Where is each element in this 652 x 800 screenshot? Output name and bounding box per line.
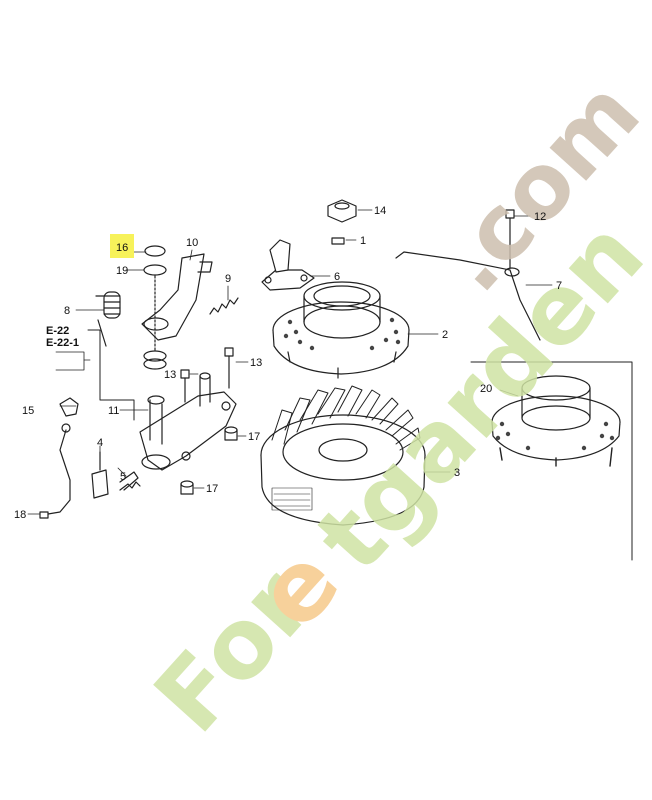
ref-e22-1: E-22-1	[46, 337, 79, 349]
callout-10: 10	[186, 237, 198, 249]
woodruff-key	[331, 237, 345, 245]
spring-9	[209, 297, 239, 315]
ref-e22: E-22	[46, 325, 69, 337]
callout-13a: 13	[250, 357, 262, 369]
clip-15	[59, 397, 79, 417]
stop-wire	[39, 423, 71, 519]
callout-highlight	[110, 234, 134, 258]
bolt-13b	[180, 369, 190, 403]
callouts: 1 2 3 4 5 6 7 8 9 10 11 12 13 13 14 15 1…	[14, 205, 562, 521]
callout-15: 15	[22, 405, 34, 417]
governor-arm	[141, 253, 213, 341]
callout-20: 20	[480, 383, 492, 395]
callout-5: 5	[120, 471, 126, 483]
bolt-12	[505, 209, 515, 269]
callout-16: 16	[116, 242, 128, 254]
callout-19: 19	[116, 265, 128, 277]
control-wire	[395, 251, 541, 341]
callout-3: 3	[454, 467, 460, 479]
switch-assembly	[91, 451, 141, 499]
callout-8: 8	[64, 305, 70, 317]
callout-2: 2	[442, 329, 448, 341]
callout-12: 12	[534, 211, 546, 223]
callout-6: 6	[334, 271, 340, 283]
callout-4: 4	[97, 437, 103, 449]
governor-base	[139, 372, 237, 471]
ignition-bracket	[261, 239, 315, 291]
bolt-13a	[224, 347, 234, 389]
ref-bracket	[87, 329, 135, 421]
sleeve-17a	[224, 426, 238, 441]
callout-17a: 17	[248, 431, 260, 443]
callout-7: 7	[556, 280, 562, 292]
callout-17b: 17	[206, 483, 218, 495]
callout-18: 18	[14, 509, 26, 521]
governor-spring-8	[95, 291, 121, 347]
detail-inset	[470, 361, 633, 561]
callout-9: 9	[225, 273, 231, 285]
callout-11: 11	[108, 405, 119, 417]
callout-1: 1	[360, 235, 366, 247]
flywheel-nut	[327, 199, 357, 223]
flywheel	[260, 385, 426, 526]
callout-13b: 13	[164, 369, 176, 381]
washer-stack	[143, 245, 167, 370]
callout-14: 14	[374, 205, 386, 217]
starter-pulley	[272, 281, 410, 379]
sleeve-17b	[180, 480, 194, 495]
